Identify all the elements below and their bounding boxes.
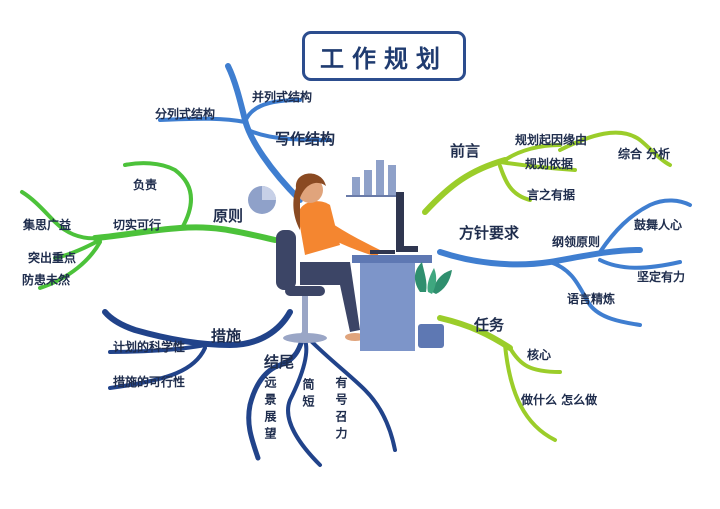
node-feasible-measures: 措施的可行性 [113, 375, 186, 389]
branch-writing-structure [158, 63, 332, 203]
node-parallel-structure: 并列式结构 [252, 90, 313, 104]
bar-chart-decoration [346, 160, 402, 197]
node-encouraging: 鼓舞人心 [634, 218, 683, 232]
node-divided-structure: 分列式结构 [155, 107, 216, 121]
node-core: 核心 [527, 348, 552, 362]
node-responsible: 负责 [133, 178, 158, 192]
node-ending: 结尾 [264, 353, 295, 371]
branch-principles [20, 161, 278, 290]
node-plan-cause: 规划起因缘由 [515, 133, 588, 147]
person-at-desk-illustration [276, 173, 452, 351]
node-feasible: 切实可行 [113, 218, 162, 232]
title-box: 工作规划 [302, 31, 466, 81]
node-policy: 方针要求 [459, 224, 520, 242]
node-task: 任务 [474, 316, 505, 334]
pie-chart-decoration [248, 186, 276, 214]
node-brief: 简短 [301, 378, 315, 412]
node-plan-basis: 规划依据 [525, 157, 574, 171]
node-concise: 语言精炼 [567, 292, 616, 306]
node-preface: 前言 [450, 142, 481, 160]
branch-policy [437, 198, 692, 327]
node-vision: 远景展望 [263, 376, 277, 444]
node-scientific-plan: 计划的科学性 [113, 340, 186, 354]
branch-task [437, 315, 562, 442]
branch-ending [246, 327, 397, 467]
node-brainstorm: 集思广益 [23, 218, 72, 232]
node-highlight-key: 突出重点 [28, 251, 77, 265]
node-prevent: 防患未然 [22, 273, 71, 287]
node-guideline: 纲领原则 [552, 235, 601, 249]
node-principles: 原则 [213, 207, 244, 225]
branch-preface [422, 130, 672, 215]
node-measures: 措施 [211, 327, 242, 345]
node-inspiring: 有号召力 [334, 376, 348, 444]
node-firm: 坚定有力 [637, 270, 686, 284]
node-writing-structure: 写作结构 [275, 130, 336, 148]
node-well-founded: 言之有据 [527, 188, 576, 202]
node-what-how: 做什么 怎么做 [521, 393, 598, 407]
node-analysis: 综合 分析 [618, 147, 671, 161]
branch-measures [102, 309, 293, 390]
page-title: 工作规划 [320, 44, 448, 73]
